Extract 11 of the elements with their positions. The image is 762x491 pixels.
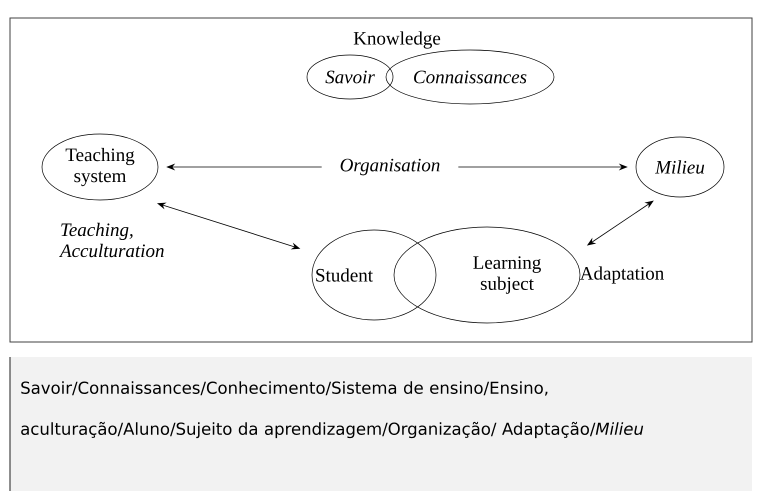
ellipse-node: Learning subject: [394, 226, 580, 324]
ellipse-node: Savoir: [306, 54, 394, 100]
ellipse-node: Milieu: [636, 136, 724, 198]
text-label: Teaching, Acculturation: [58, 222, 164, 258]
text-label: Knowledge: [354, 31, 440, 49]
edge-label: Organisation: [322, 155, 458, 179]
ellipse-node: Connaissances: [386, 50, 554, 104]
text-label: Adaptation: [580, 266, 664, 284]
ellipse-node: Teaching system: [42, 134, 158, 200]
ellipse-node: Student: [312, 230, 436, 320]
caption-text: Savoir/Connaissances/Conhecimento/Sistema de ensino/Ensino, aculturação/Aluno/Sujeito da aprendizagem/Organização/ Adaptação/Milieu: [21, 381, 644, 438]
